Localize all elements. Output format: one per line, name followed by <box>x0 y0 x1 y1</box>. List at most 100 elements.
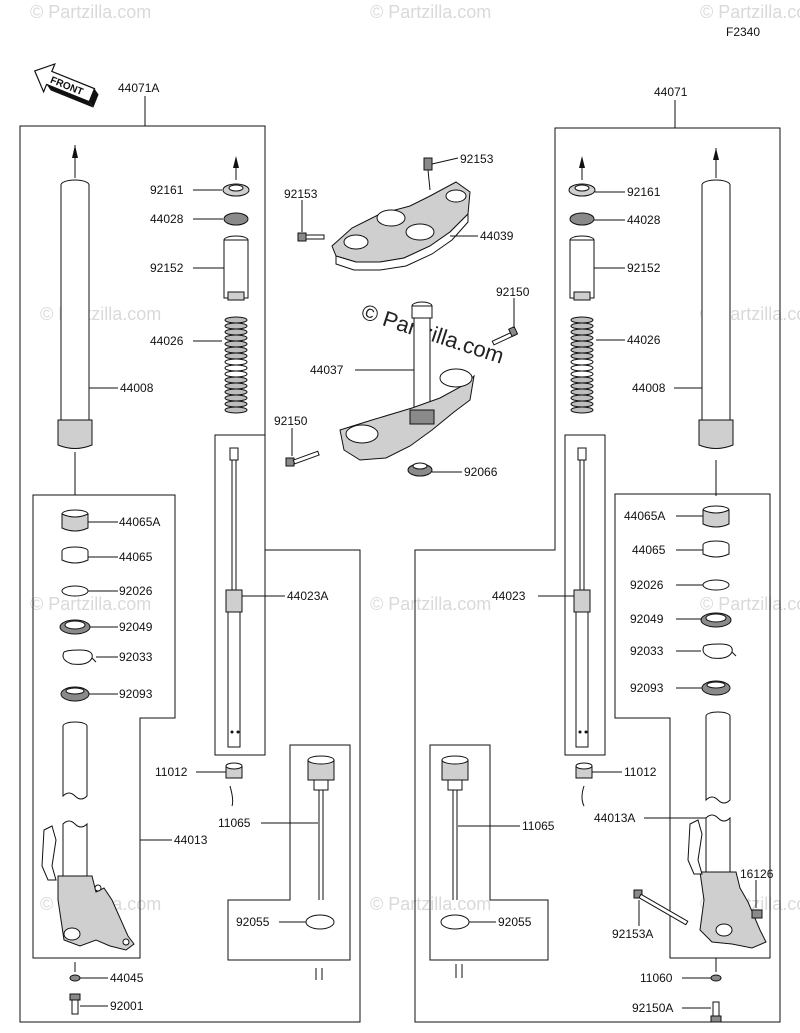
spring-coil <box>224 388 248 396</box>
label-44008-right: 44008 <box>632 381 666 395</box>
spring-coil <box>224 340 248 348</box>
cartridge-11065-right <box>441 755 469 900</box>
spring-coil <box>570 328 594 336</box>
watermark: © Partzilla.com <box>370 2 491 22</box>
bolt-92150A <box>710 1001 722 1023</box>
inner-tube-44013-left <box>41 721 135 951</box>
upper-triple-clamp-44039 <box>331 157 471 271</box>
right-lower-group-outline <box>614 493 771 959</box>
label-44065A-left: 44065A <box>119 515 160 529</box>
washer-92026-left <box>61 585 89 597</box>
damper-rod-44023 <box>573 447 591 748</box>
spring-coil <box>224 346 248 354</box>
right-assembly-outline <box>414 127 781 1023</box>
label-44045: 44045 <box>110 971 144 985</box>
spring-coil <box>570 322 594 330</box>
watermark: © Partzilla.com <box>30 2 151 22</box>
spring-coil <box>224 352 248 360</box>
spring-coil <box>570 406 594 414</box>
bushing-44028-right <box>569 212 595 226</box>
spring-coil <box>570 346 594 354</box>
label-44039: 44039 <box>480 229 514 243</box>
label-92001: 92001 <box>110 999 144 1013</box>
seal-92161-right <box>568 156 596 197</box>
spring-coil <box>570 316 594 324</box>
spring-coil <box>570 352 594 360</box>
label-92150-c1: 92150 <box>496 285 530 299</box>
label-92093-right: 92093 <box>630 681 664 695</box>
washer-92026-right <box>702 579 730 591</box>
slide-bushing-44065A-right <box>702 505 730 528</box>
label-92161-left: 92161 <box>150 183 184 197</box>
label-92093-left: 92093 <box>119 687 153 701</box>
bolt-92153A <box>633 889 689 926</box>
watermark: © Partzilla.com <box>370 594 491 614</box>
label-11065-right: 11065 <box>522 819 555 833</box>
washer-44045 <box>69 962 81 982</box>
watermark: © Partzilla.com <box>700 594 800 614</box>
label-44013: 44013 <box>174 833 208 847</box>
label-16126: 16126 <box>740 867 774 881</box>
circlip-92033-right <box>702 643 737 659</box>
spring-coil <box>570 400 594 408</box>
cartridge-11065-left <box>307 755 335 900</box>
label-44026-right: 44026 <box>627 333 661 347</box>
watermark: © Partzilla.com <box>30 594 151 614</box>
spring-coil <box>224 358 248 366</box>
label-44065A-right: 44065A <box>624 509 665 523</box>
o-ring-92055-left <box>305 914 335 930</box>
slide-bushing-44065-left <box>61 546 89 564</box>
spring-coil <box>570 376 594 384</box>
steering-stem-44037 <box>339 301 475 461</box>
inner-tube-44013A-right <box>687 711 767 949</box>
spring-coil <box>570 370 594 378</box>
label-44023: 44023 <box>492 589 526 603</box>
right-damper-box <box>564 434 606 756</box>
label-44065-right: 44065 <box>632 543 666 557</box>
center-watermark: © Partzilla.com <box>358 299 507 369</box>
label-11065-left: 11065 <box>218 816 251 830</box>
spring-coil <box>224 370 248 378</box>
spring-coil <box>570 334 594 342</box>
label-44071A: 44071A <box>118 81 159 95</box>
label-92066: 92066 <box>464 465 498 479</box>
damper-rod-44023A <box>225 447 243 748</box>
seal-92161-left <box>222 156 250 197</box>
circlip-92033-left <box>62 649 97 665</box>
label-44026-left: 44026 <box>150 334 184 348</box>
outer-tube-44008-right <box>698 148 734 496</box>
right-cartridge-box <box>429 744 549 961</box>
spring-coil <box>570 394 594 402</box>
spring-coil <box>224 382 248 390</box>
spring-44026-right <box>570 316 594 414</box>
bolt-92150-upper <box>491 325 519 346</box>
watermark: © Partzilla.com <box>700 2 800 22</box>
spring-coil <box>224 322 248 330</box>
watermark: © Partzilla.com <box>370 894 491 914</box>
spring-coil <box>224 334 248 342</box>
washer-11060 <box>710 958 722 982</box>
label-44023A: 44023A <box>287 589 328 603</box>
front-arrow-icon: FRONT <box>33 62 99 108</box>
label-92150A: 92150A <box>632 1001 673 1015</box>
label-11012-right: 11012 <box>624 765 657 779</box>
spring-coil <box>224 364 248 372</box>
spring-coil <box>570 340 594 348</box>
spring-coil <box>570 364 594 372</box>
label-92026-left: 92026 <box>119 584 153 598</box>
spacer-92152-left <box>223 235 249 301</box>
label-92152-right: 92152 <box>627 261 661 275</box>
bolt-92150-lower <box>285 450 320 467</box>
slide-bushing-44065-right <box>702 540 730 558</box>
dust-seal-92093-left <box>60 686 90 702</box>
spring-coil <box>224 394 248 402</box>
spring-coil <box>224 406 248 414</box>
bolt-92001 <box>69 993 81 1015</box>
label-92055-right: 92055 <box>498 915 532 929</box>
label-44028-right: 44028 <box>627 213 661 227</box>
spring-coil <box>224 328 248 336</box>
o-ring-92055-right <box>440 914 470 930</box>
spring-coil <box>570 358 594 366</box>
spacer-92152-right <box>569 235 595 301</box>
